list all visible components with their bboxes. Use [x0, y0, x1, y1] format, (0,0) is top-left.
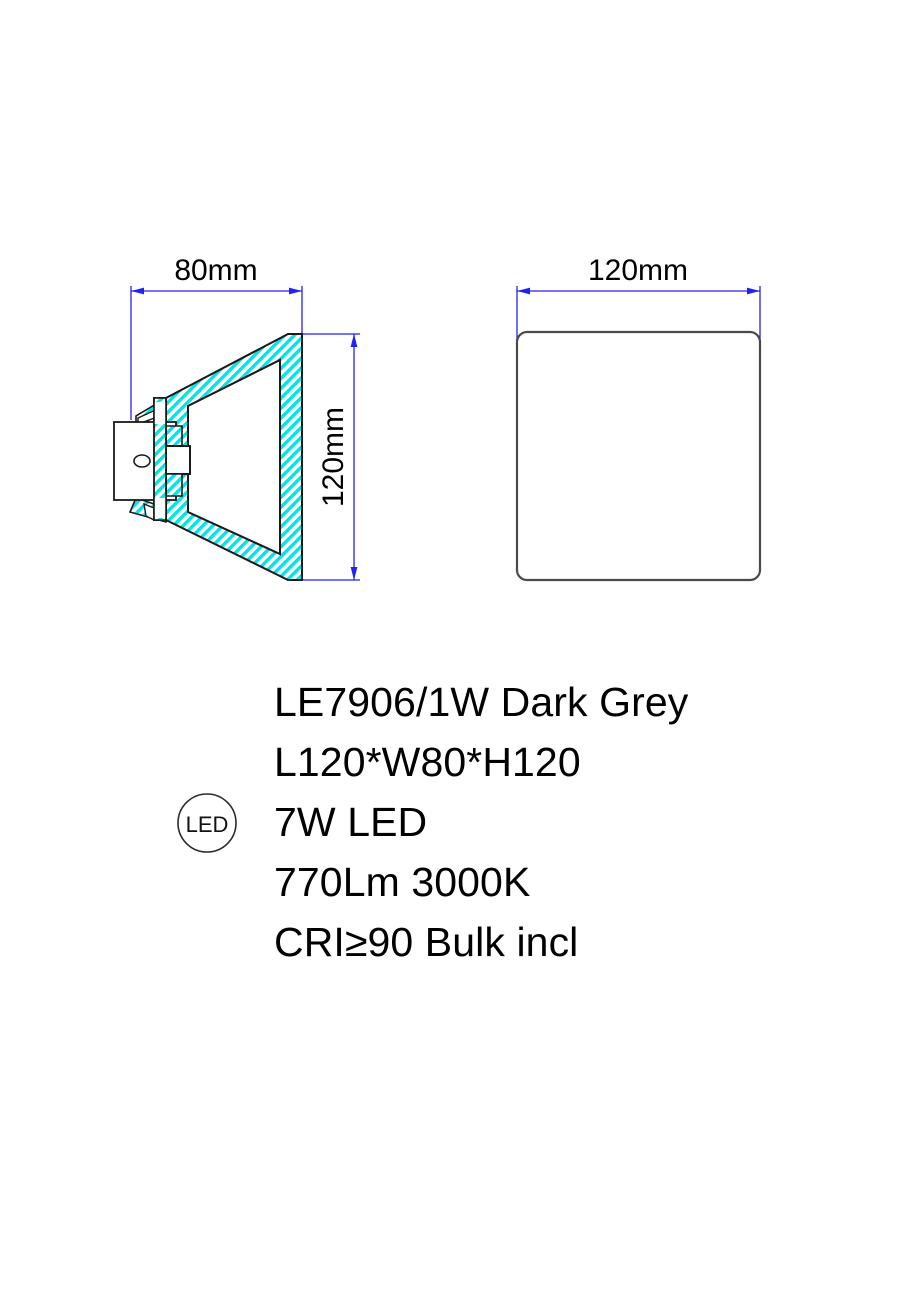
mounting-hole-icon [133, 454, 151, 468]
arrowhead-bottom-icon [350, 567, 358, 580]
arrowhead-right-icon [289, 287, 302, 295]
led-badge-label: LED [186, 812, 229, 837]
housing-inner-cavity [187, 358, 281, 556]
spec-line-wattage: 7W LED [274, 799, 428, 845]
spec-line-cri: CRI≥90 Bulk incl [274, 919, 579, 965]
specification-lines: LE7906/1W Dark Grey L120*W80*H120 7W LED… [274, 672, 874, 972]
connector-terminal [165, 445, 191, 475]
connector-lower-block [165, 473, 183, 497]
arrowhead-left-icon [131, 287, 144, 295]
dimension-120mm-width-label: 120mm [588, 254, 688, 287]
web-gap-lower [154, 498, 166, 518]
front-view-svg: 120mm [515, 254, 762, 582]
web-gap-upper [154, 402, 166, 424]
dimension-120mm-height-label: 120mm [317, 407, 350, 507]
connector-upper-block [165, 425, 183, 447]
dimension-120mm-height: 120mm [302, 333, 360, 581]
side-section-view: 80mm 120mm [110, 250, 400, 600]
spec-line-lumens-temp: 770Lm 3000K [274, 859, 531, 905]
dimension-80mm: 80mm [130, 254, 303, 420]
front-view: 120mm [490, 250, 800, 600]
led-badge-circle [177, 793, 237, 853]
dimension-80mm-label: 80mm [174, 254, 257, 287]
spec-line-model: LE7906/1W Dark Grey [274, 679, 689, 725]
led-badge: LED [176, 792, 238, 854]
arrowhead-left-icon [517, 287, 530, 295]
side-view-svg: 80mm 120mm [113, 254, 360, 581]
arrowhead-right-icon [747, 287, 760, 295]
arrowhead-top-icon [350, 334, 358, 347]
spec-line-dimensions: L120*W80*H120 [274, 739, 581, 785]
dimension-120mm-width: 120mm [516, 254, 761, 342]
led-circle-icon: LED [177, 793, 237, 853]
fixture-face-outline [515, 330, 762, 582]
